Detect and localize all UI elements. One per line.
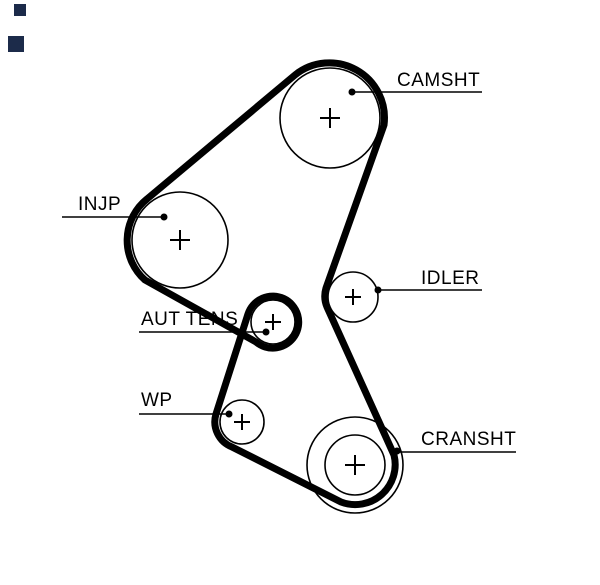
pulley-circle-wp	[219, 399, 265, 445]
logo-fragment-2	[8, 36, 24, 52]
leader-dot-wp	[225, 410, 233, 418]
leader-dot-cransht	[393, 447, 401, 455]
pulley-injp	[131, 191, 229, 289]
pulley-circle-cransht	[324, 434, 386, 496]
pulley-annotation-injp: INJP	[62, 194, 190, 250]
leader-dot-camsht	[348, 88, 356, 96]
leader-dot-injp	[160, 213, 168, 221]
annotations-layer: CAMSHT INJP IDLER AUT TENS WP CRANSHT	[62, 70, 516, 475]
pulley-annotation-aut-tens: AUT TENS	[139, 309, 281, 336]
pulley-annotation-camsht: CAMSHT	[320, 70, 482, 128]
pulley-label-wp: WP	[141, 390, 173, 411]
pulley-camsht	[279, 67, 381, 169]
pulley-cransht	[306, 416, 404, 514]
pulley-label-camsht: CAMSHT	[397, 70, 480, 91]
pulley-circle-aut-tens	[250, 299, 296, 345]
pulley-circle-injp	[131, 191, 229, 289]
pulley-wp	[219, 399, 265, 445]
pulley-label-cransht: CRANSHT	[421, 429, 516, 450]
pulley-annotation-wp: WP	[139, 390, 250, 430]
pulley-annotation-idler: IDLER	[345, 268, 482, 305]
logo-fragment-1	[14, 4, 26, 16]
pulley-label-aut-tens: AUT TENS	[141, 309, 238, 330]
logo-fragments-layer	[8, 4, 26, 52]
leader-dot-idler	[374, 286, 382, 294]
pulley-circle-camsht	[279, 67, 381, 169]
pulley-annotation-cransht: CRANSHT	[345, 429, 516, 475]
pulley-aut-tens	[250, 299, 296, 345]
timing-belt	[123, 59, 399, 509]
pulley-outer-circle-cransht	[306, 416, 404, 514]
pulley-label-injp: INJP	[78, 194, 121, 215]
pulley-label-idler: IDLER	[421, 268, 479, 289]
leader-dot-aut-tens	[262, 328, 270, 336]
